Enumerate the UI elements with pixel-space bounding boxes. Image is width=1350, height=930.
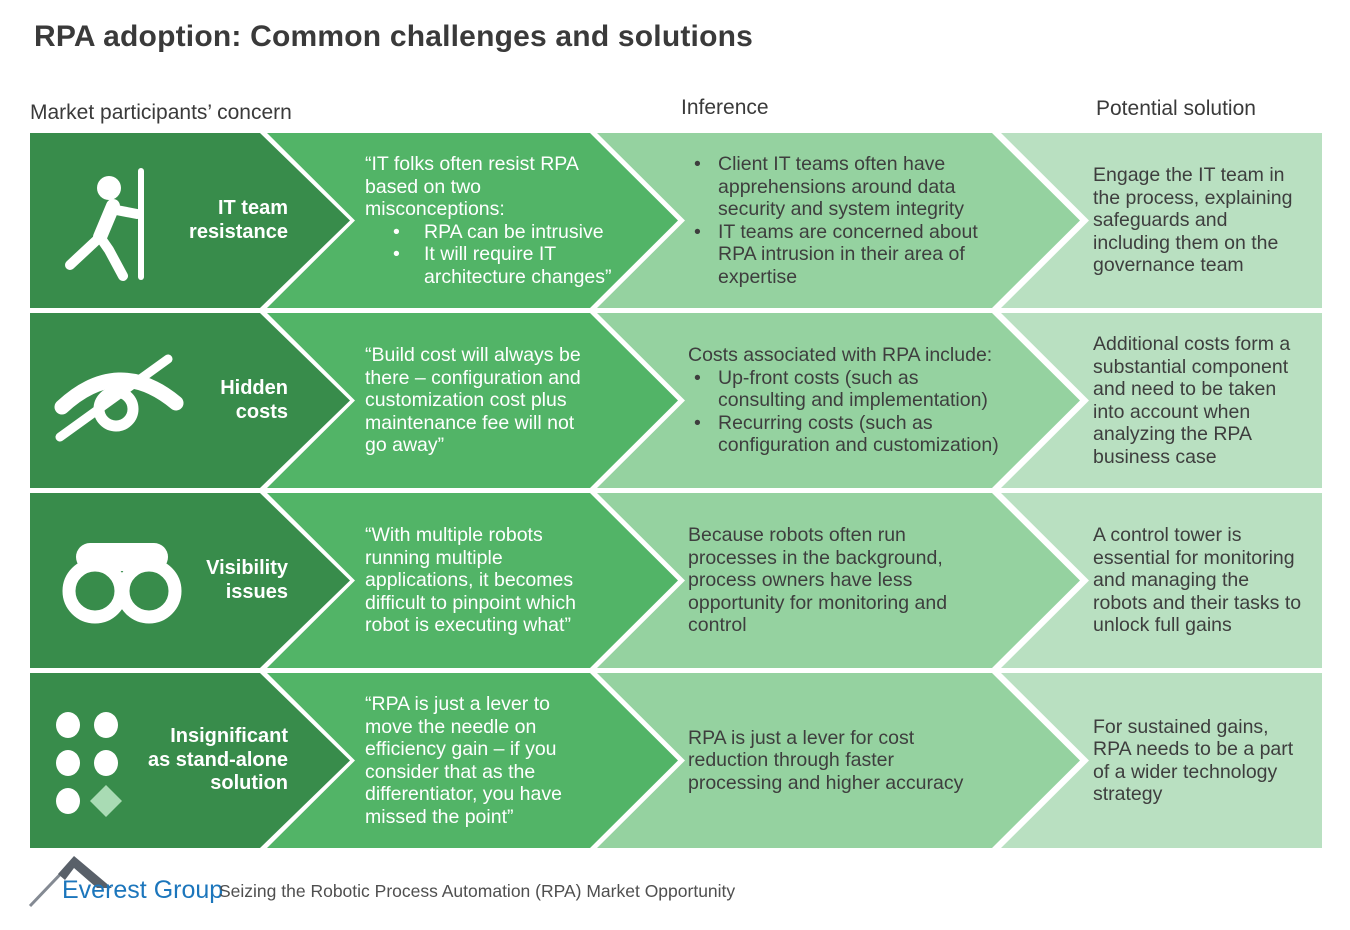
row-arrows-graphic bbox=[30, 313, 1322, 488]
inference-text: RPA is just a lever for cost reduction t… bbox=[688, 726, 964, 794]
text-intro: “IT folks often resist RPA based on two … bbox=[365, 153, 579, 220]
inference-text: Because robots often run processes in th… bbox=[688, 524, 948, 637]
concern-arrow bbox=[30, 493, 350, 668]
logo-text: Everest Group bbox=[62, 876, 224, 904]
quote-text: “With multiple robots running multiple a… bbox=[365, 524, 577, 637]
bullet-item: • IT teams are concerned about RPA intrus… bbox=[694, 221, 1028, 289]
column-header-inference: Inference bbox=[681, 96, 769, 119]
inference-arrow bbox=[597, 673, 1080, 848]
inference-arrow bbox=[597, 313, 1080, 488]
column-header-concern: Market participants’ concern bbox=[30, 101, 292, 124]
bullet-text: IT teams are concerned about RPA intrusi… bbox=[718, 220, 978, 288]
bullet-dot-icon: • bbox=[694, 411, 701, 434]
solution-text: A control tower is essential for monitor… bbox=[1093, 524, 1302, 637]
column-header-solution: Potential solution bbox=[1096, 97, 1256, 120]
inference-text: Costs associated with RPA include:•Up-fr… bbox=[688, 313, 1028, 488]
footer-tagline: Seizing the Robotic Process Automation (… bbox=[219, 881, 736, 901]
binoculars-icon bbox=[46, 505, 196, 655]
inference-arrow bbox=[597, 493, 1080, 668]
concern-label: Insignificant as stand-alone solution bbox=[147, 725, 288, 795]
mountain-logo-icon bbox=[28, 856, 112, 908]
bullet-text: Client IT teams often have apprehensions… bbox=[718, 153, 965, 220]
inference-arrow bbox=[597, 133, 1080, 308]
solution-text: Engage the IT team in the process, expla… bbox=[1093, 164, 1293, 277]
quote-text: “Build cost will always be there – confi… bbox=[365, 344, 581, 457]
bullet-dot-icon: • bbox=[393, 243, 400, 265]
quote-arrow bbox=[267, 313, 678, 488]
concern-label: Visibility issues bbox=[206, 557, 288, 603]
challenge-row-4: Insignificant as stand-alone solution “R… bbox=[30, 673, 1322, 848]
bullet-dot-icon: • bbox=[694, 220, 701, 243]
text-intro: Costs associated with RPA include: bbox=[688, 344, 993, 367]
quote-arrow bbox=[267, 133, 678, 308]
row-arrows-graphic bbox=[30, 493, 1322, 668]
bullet-dot-icon: • bbox=[694, 366, 701, 389]
bullet-item: • RPA can be intrusive bbox=[393, 221, 641, 244]
bullet-item: • Up-front costs (such as consulting and … bbox=[694, 367, 1028, 412]
concern-arrow bbox=[30, 313, 350, 488]
quote-arrow bbox=[267, 493, 678, 668]
bullet-dot-icon: • bbox=[393, 220, 400, 243]
bullet-text: It will require IT architecture changes” bbox=[424, 243, 612, 288]
bullet-item: • Recurring costs (such as configuration … bbox=[694, 412, 1028, 457]
concern-label: Hidden costs bbox=[220, 377, 288, 423]
quote-arrow bbox=[267, 673, 678, 848]
solution-text: For sustained gains, RPA needs to be a p… bbox=[1093, 715, 1294, 806]
bullet-text: RPA can be intrusive bbox=[424, 220, 604, 243]
challenge-row-2: Hidden costs “Build cost will always be … bbox=[30, 313, 1322, 488]
bullet-text: Recurring costs (such as configuration a… bbox=[718, 411, 999, 457]
hidden-eye-icon bbox=[46, 325, 196, 475]
bullet-item: • Client IT teams often have apprehension… bbox=[694, 153, 1028, 221]
challenge-row-3: Visibility issues “With multiple robots … bbox=[30, 493, 1322, 668]
solution-text: Additional costs form a substantial comp… bbox=[1093, 333, 1291, 468]
page-title: RPA adoption: Common challenges and solu… bbox=[34, 20, 754, 53]
dots-grid-icon bbox=[46, 685, 196, 835]
bullet-item: • It will require IT architecture changes… bbox=[393, 243, 641, 288]
resistance-person-icon bbox=[46, 145, 196, 295]
footer: Everest Group Seizing the Robotic Proces… bbox=[0, 848, 1350, 918]
bullet-dot-icon: • bbox=[694, 153, 701, 175]
challenge-rows-container: IT team resistance “IT folks often resis… bbox=[30, 133, 1322, 853]
inference-text: • Client IT teams often have apprehension… bbox=[688, 133, 1028, 308]
bullet-text: Up-front costs (such as consulting and i… bbox=[718, 366, 988, 412]
quote-text: “IT folks often resist RPA based on two … bbox=[365, 133, 641, 308]
challenge-row-1: IT team resistance “IT folks often resis… bbox=[30, 133, 1322, 308]
quote-text: “RPA is just a lever to move the needle … bbox=[365, 693, 562, 828]
concern-label: IT team resistance bbox=[189, 197, 288, 243]
